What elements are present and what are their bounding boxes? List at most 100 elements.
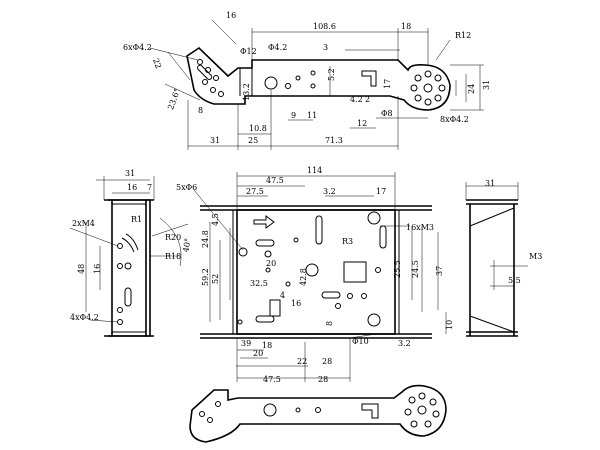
left-hole-1: [117, 243, 123, 249]
dim-2xm4: 2xM4: [72, 219, 95, 228]
dim-59-2: 59.2: [201, 268, 210, 286]
dim-48: 48: [77, 264, 86, 274]
top-bracket-outline: [186, 46, 451, 111]
dim-108-6: 108.6: [313, 22, 336, 31]
front-big-hole: [305, 263, 319, 277]
dim-9: 9: [291, 111, 296, 120]
bottom-small-hole-1: [295, 407, 301, 413]
front-slot-5: [255, 239, 275, 247]
left-slot: [124, 287, 132, 307]
front-motor-block: [343, 261, 367, 283]
front-slot-4: [255, 315, 275, 323]
front-direction-arrow: [253, 215, 275, 229]
bottom-hole-3: [215, 401, 221, 407]
dim-27-5: 27.5: [246, 187, 264, 196]
front-hole-3: [265, 267, 271, 273]
dim-28: 28: [322, 357, 332, 366]
dim-3-2b: 3.2: [398, 339, 411, 348]
left-arc-slot-outer: [125, 233, 139, 251]
dim-31: 31: [485, 179, 495, 188]
left-arc-slot: [121, 237, 135, 253]
bottom-l-slot: [361, 403, 379, 419]
front-hole-6: [347, 293, 353, 299]
bottom-disc-center: [417, 405, 427, 415]
bottom-hole-2: [207, 417, 213, 423]
bottom-bracket-view: [189, 384, 447, 443]
dim-16: 16: [291, 299, 301, 308]
dim-20-bottom: 20: [253, 349, 263, 358]
left-view: 31 16 7 2xM4 R1 R20 R18 40° 48 16 4xΦ4.2: [69, 169, 193, 337]
dim-22: 22: [151, 57, 163, 70]
leader-phi10: [349, 333, 377, 339]
bottom-disc-hole-7: [408, 396, 416, 404]
dim-phi10: Φ10: [352, 337, 369, 346]
top-disc-center: [423, 83, 433, 93]
dim-11: 11: [307, 111, 317, 120]
dim-23-6: 23.6°: [166, 87, 182, 111]
bottom-hole-1: [199, 411, 205, 417]
front-hole-4: [285, 281, 291, 287]
dim-12: 12: [357, 119, 367, 128]
dim-31-bottom: 31: [210, 136, 220, 145]
dim-10: 10: [445, 320, 454, 330]
top-disc-hole-2: [434, 74, 442, 82]
top-left-slot: [197, 64, 213, 80]
top-big-hole: [264, 76, 278, 90]
dim-4-5: 4.5: [211, 213, 220, 226]
top-hole-6: [218, 91, 224, 97]
top-small-hole-1: [285, 83, 291, 89]
front-hole-1: [238, 247, 248, 257]
left-hole-2: [117, 263, 123, 269]
leader-5x-phi6: [193, 189, 244, 251]
leader-r12: [435, 39, 451, 61]
dim-25-5: 25.5: [393, 260, 402, 278]
top-small-hole-4: [310, 70, 316, 76]
bottom-disc-hole-5: [410, 420, 418, 428]
dim-24: 24: [467, 84, 476, 94]
dim-phi4-2: Φ4.2: [268, 43, 287, 52]
dim-line-22: [167, 51, 191, 81]
dim-2: 2: [365, 95, 370, 104]
left-hole-4: [117, 307, 123, 313]
dim-16: 16: [226, 11, 236, 20]
dim-r12: R12: [455, 31, 471, 40]
top-disc-hole-5: [424, 98, 432, 106]
dim-8x-holes: 8xΦ4.2: [440, 115, 469, 124]
dim-71-3: 71.3: [325, 136, 343, 145]
top-disc-hole-1: [424, 70, 432, 78]
dim-5x-phi6: 5xΦ6: [176, 183, 197, 192]
dim-phi8: Φ8: [381, 109, 393, 118]
dim-52: 52: [211, 274, 220, 284]
top-disc-hole-6: [414, 94, 422, 102]
dim-18: 18: [262, 341, 272, 350]
dim-17: 17: [383, 79, 392, 89]
dim-line-23-6: [164, 83, 201, 101]
bottom-disc-hole-2: [429, 398, 437, 406]
dim-16b: 16: [93, 264, 102, 274]
dim-16: 16: [127, 183, 137, 192]
dim-28b: 28: [318, 375, 328, 384]
dim-4x-holes: 4xΦ4.2: [70, 313, 99, 322]
bottom-bracket-outline: [189, 384, 447, 443]
dim-42-8: 42.8: [299, 268, 308, 286]
front-hole-10: [293, 237, 299, 243]
dim-r1: R1: [131, 215, 142, 224]
dim-4-2: 4.2: [350, 95, 363, 104]
dim-13-2: 13.2: [242, 83, 251, 101]
leader-r20: [151, 223, 189, 237]
front-hole-5: [335, 303, 341, 309]
top-hole-1: [197, 59, 203, 65]
front-slot-3: [321, 291, 341, 299]
front-slot-2: [379, 225, 387, 249]
dim-18: 18: [401, 22, 411, 31]
bottom-disc-hole-1: [418, 392, 426, 400]
dim-r20: R20: [165, 233, 181, 242]
dim-4: 4: [280, 291, 285, 300]
dim-22: 22: [297, 357, 307, 366]
bottom-big-hole: [263, 403, 277, 417]
dim-24-8: 24.8: [201, 230, 210, 248]
front-hole-9: [237, 319, 243, 325]
dim-phi12: Φ12: [240, 47, 257, 56]
dim-47-5: 47.5: [266, 176, 284, 185]
left-hole-3: [124, 262, 132, 270]
